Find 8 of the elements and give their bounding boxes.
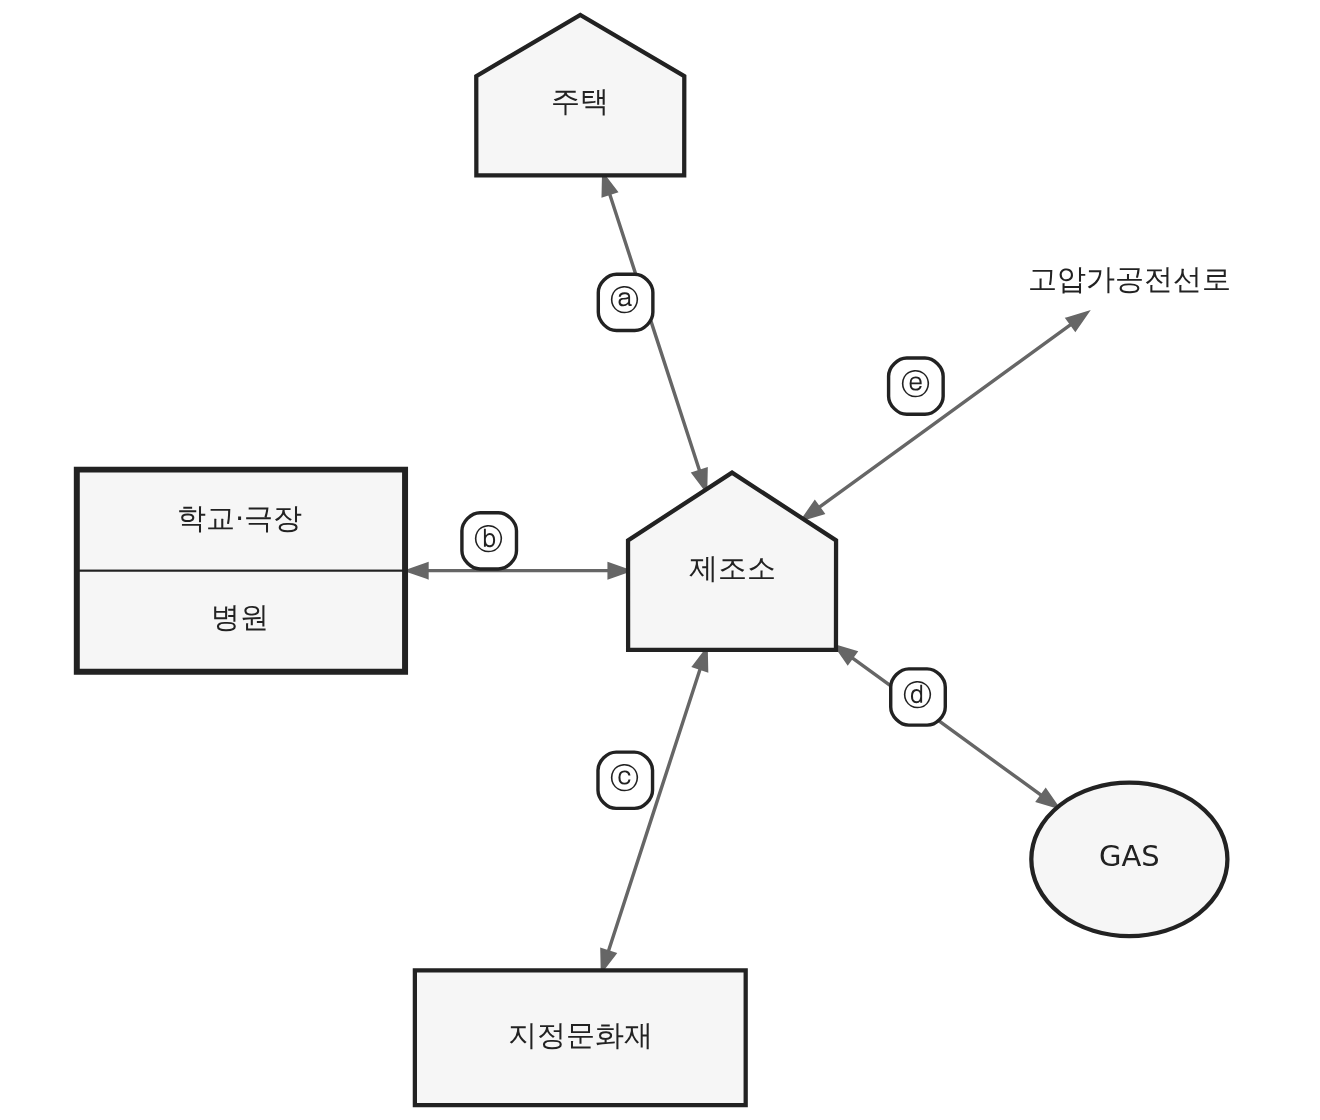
node-box: 지정문화재 (412, 968, 748, 1108)
edge-label: ⓓ (902, 677, 932, 712)
edge-label: ⓐ (610, 283, 640, 318)
node-text: 고압가공전선로 (1027, 261, 1231, 296)
edge-label: ⓒ (609, 761, 639, 796)
edge-label: ⓑ (473, 521, 503, 556)
node-ellipse: GAS (1029, 780, 1230, 939)
edge-label: ⓔ (900, 367, 930, 402)
